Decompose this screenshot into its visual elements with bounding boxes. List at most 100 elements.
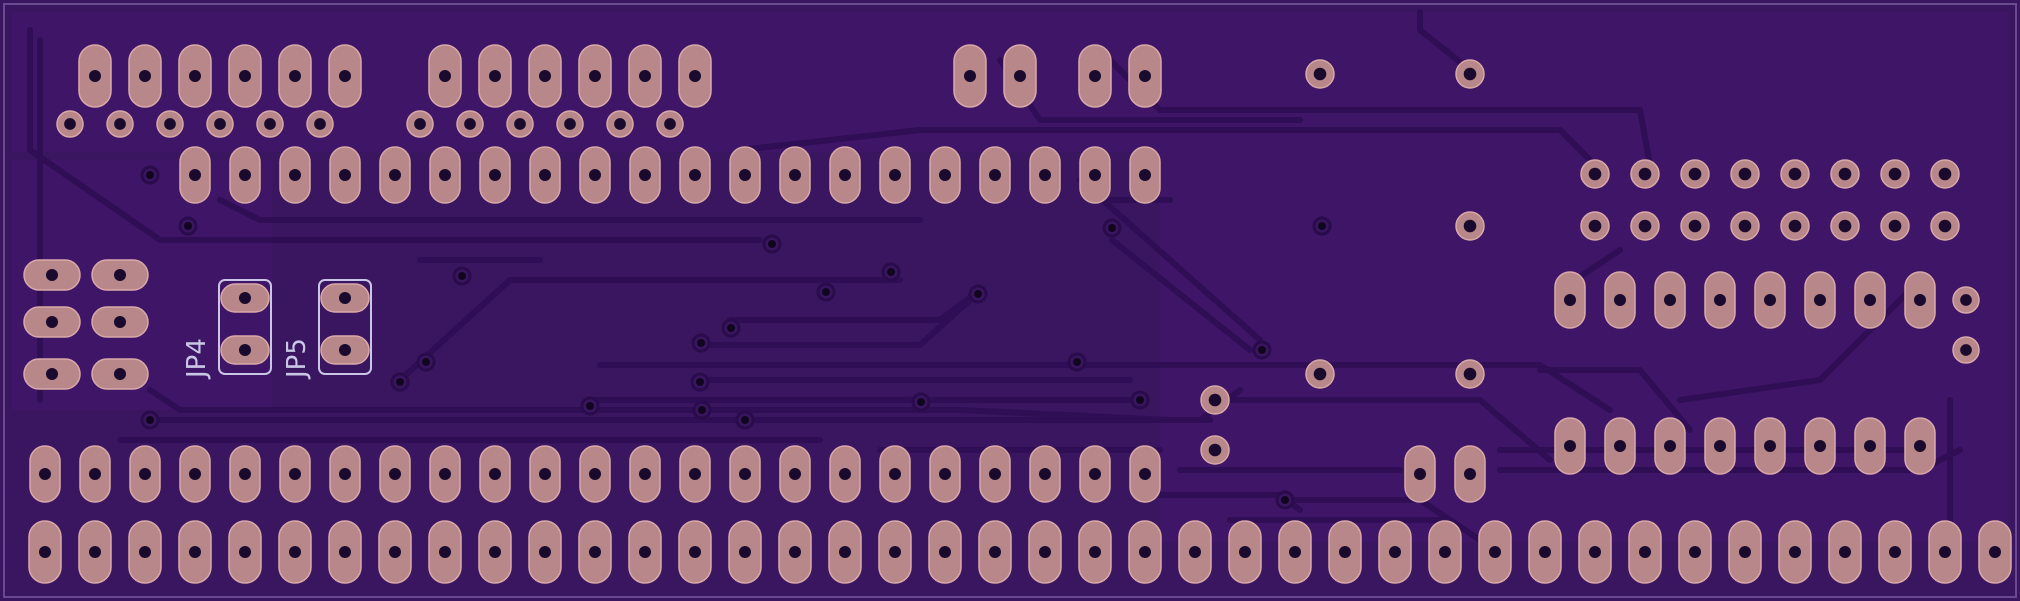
ic-upper-pin-12-drill (739, 169, 751, 181)
via-21-drill (741, 416, 749, 424)
left-connector-pin-3 (23, 306, 81, 338)
edge-connector-pin-23-drill (1139, 546, 1151, 558)
ic-lower-pin-7-drill (339, 468, 351, 480)
via-2-drill (184, 222, 192, 230)
ic-right-upper-pin-7 (1854, 271, 1886, 329)
pad-row-a-3 (156, 110, 184, 138)
ic-upper-pin-18 (1029, 146, 1061, 204)
edge-connector-pin-1-drill (39, 546, 51, 558)
edge-connector-pin-20-drill (989, 546, 1001, 558)
edge-connector-pin-16-drill (789, 546, 801, 558)
pad-row-b-4-drill (564, 118, 576, 130)
header-top-mid-pin-3-drill (539, 70, 551, 82)
via-24 (1312, 216, 1332, 236)
header-top-mid-pin-1 (428, 44, 462, 108)
edge-connector-pin-24-drill (1189, 546, 1201, 558)
connector-top-pin-4-drill (1139, 70, 1151, 82)
ic-lower-pin-22-drill (1089, 468, 1101, 480)
header-top-mid-pin-6-drill (689, 70, 701, 82)
ic-lower-pin-10-drill (489, 468, 501, 480)
edge-connector-pin-26-drill (1289, 546, 1301, 558)
pad-row-b-5 (606, 110, 634, 138)
via-5-drill (887, 268, 895, 276)
via-9 (691, 333, 711, 353)
header-top-left-pin-5-drill (289, 70, 301, 82)
ic-upper-pin-19-drill (1089, 169, 1101, 181)
ic-upper-pin-17-drill (989, 169, 1001, 181)
ic-lower-pin-9-drill (439, 468, 451, 480)
edge-connector-pin-4-drill (189, 546, 201, 558)
ic-upper-pin-6 (429, 146, 461, 204)
via-22 (1275, 490, 1295, 510)
edge-connector-pin-31 (1528, 520, 1562, 584)
ic-right-lower-pin-2 (1604, 417, 1636, 475)
edge-connector-pin-29 (1428, 520, 1462, 584)
ic-upper-pin-14-drill (839, 169, 851, 181)
edge-connector-pin-40 (1978, 520, 2012, 584)
header-top-mid-pin-1-drill (439, 70, 451, 82)
round-pad-8 (1952, 286, 1980, 314)
via-12-drill (1108, 224, 1116, 232)
pad-row-a-1 (56, 110, 84, 138)
edge-connector-pin-10 (478, 520, 512, 584)
trace-7 (1077, 177, 1263, 343)
ic-lower-pin-23 (1129, 445, 1161, 503)
via-10-drill (422, 358, 430, 366)
ic-upper-pin-5 (379, 146, 411, 204)
ic-lower-pin-18 (879, 445, 911, 503)
connector-top-pin-4 (1128, 44, 1162, 108)
ic-upper-pin-12 (729, 146, 761, 204)
ic-lower-pin-21 (1029, 445, 1061, 503)
ic-lower-pin-19-drill (939, 468, 951, 480)
edge-connector-pin-9 (428, 520, 462, 584)
ic-upper-pin-17 (979, 146, 1011, 204)
ic-right-upper-pin-1 (1554, 271, 1586, 329)
round-pad-2-drill (1463, 67, 1477, 81)
ic-upper-pin-8-drill (539, 169, 551, 181)
header-top-left-pin-3 (178, 44, 212, 108)
round-pad-4-drill (1313, 367, 1327, 381)
via-16-drill (698, 406, 706, 414)
ic-lower-pin-8-drill (389, 468, 401, 480)
header-top-mid-pin-5-drill (639, 70, 651, 82)
edge-connector-pin-8 (378, 520, 412, 584)
grid-pad-r2-c4-drill (1738, 219, 1752, 233)
header-top-left-pin-5 (278, 44, 312, 108)
ic-upper-pin-2 (229, 146, 261, 204)
ic-right-lower-pin-2-drill (1614, 440, 1626, 452)
ic-lower-pin-6 (279, 445, 311, 503)
grid-pad-r1-c5 (1780, 159, 1810, 189)
ic-upper-pin-1-drill (189, 169, 201, 181)
grid-pad-r2-c7-drill (1888, 219, 1902, 233)
left-connector-pin-6 (91, 358, 149, 390)
ic-upper-pin-11 (679, 146, 711, 204)
grid-pad-r2-c5-drill (1788, 219, 1802, 233)
edge-connector-pin-30-drill (1489, 546, 1501, 558)
connector-top-pin-1-drill (964, 70, 976, 82)
ic-right-upper-pin-6 (1804, 271, 1836, 329)
edge-connector-pin-19-drill (939, 546, 951, 558)
ic-upper-pin-18-drill (1039, 169, 1051, 181)
left-connector-pin-6-drill (114, 368, 126, 380)
via-17 (1067, 352, 1087, 372)
trace-1 (27, 27, 763, 243)
edge-connector-pin-14 (678, 520, 712, 584)
ic-right-upper-pin-3 (1654, 271, 1686, 329)
edge-connector-pin-2-drill (89, 546, 101, 558)
via-2 (178, 216, 198, 236)
ic-lower-pin-16-drill (789, 468, 801, 480)
trace-22 (1537, 367, 1693, 433)
ic-right-upper-pin-3-drill (1664, 294, 1676, 306)
round-pad-7 (1200, 435, 1230, 465)
jumper-pad-3-drill (339, 292, 351, 304)
trace-13 (397, 277, 903, 383)
edge-connector-pin-39 (1928, 520, 1962, 584)
grid-pad-r1-c6 (1830, 159, 1860, 189)
edge-connector-pin-6 (278, 520, 312, 584)
via-6 (968, 284, 988, 304)
via-14 (1252, 340, 1272, 360)
round-pad-5 (1455, 359, 1485, 389)
left-connector-pin-2-drill (114, 269, 126, 281)
edge-connector-pin-3-drill (139, 546, 151, 558)
edge-connector-pin-6-drill (289, 546, 301, 558)
